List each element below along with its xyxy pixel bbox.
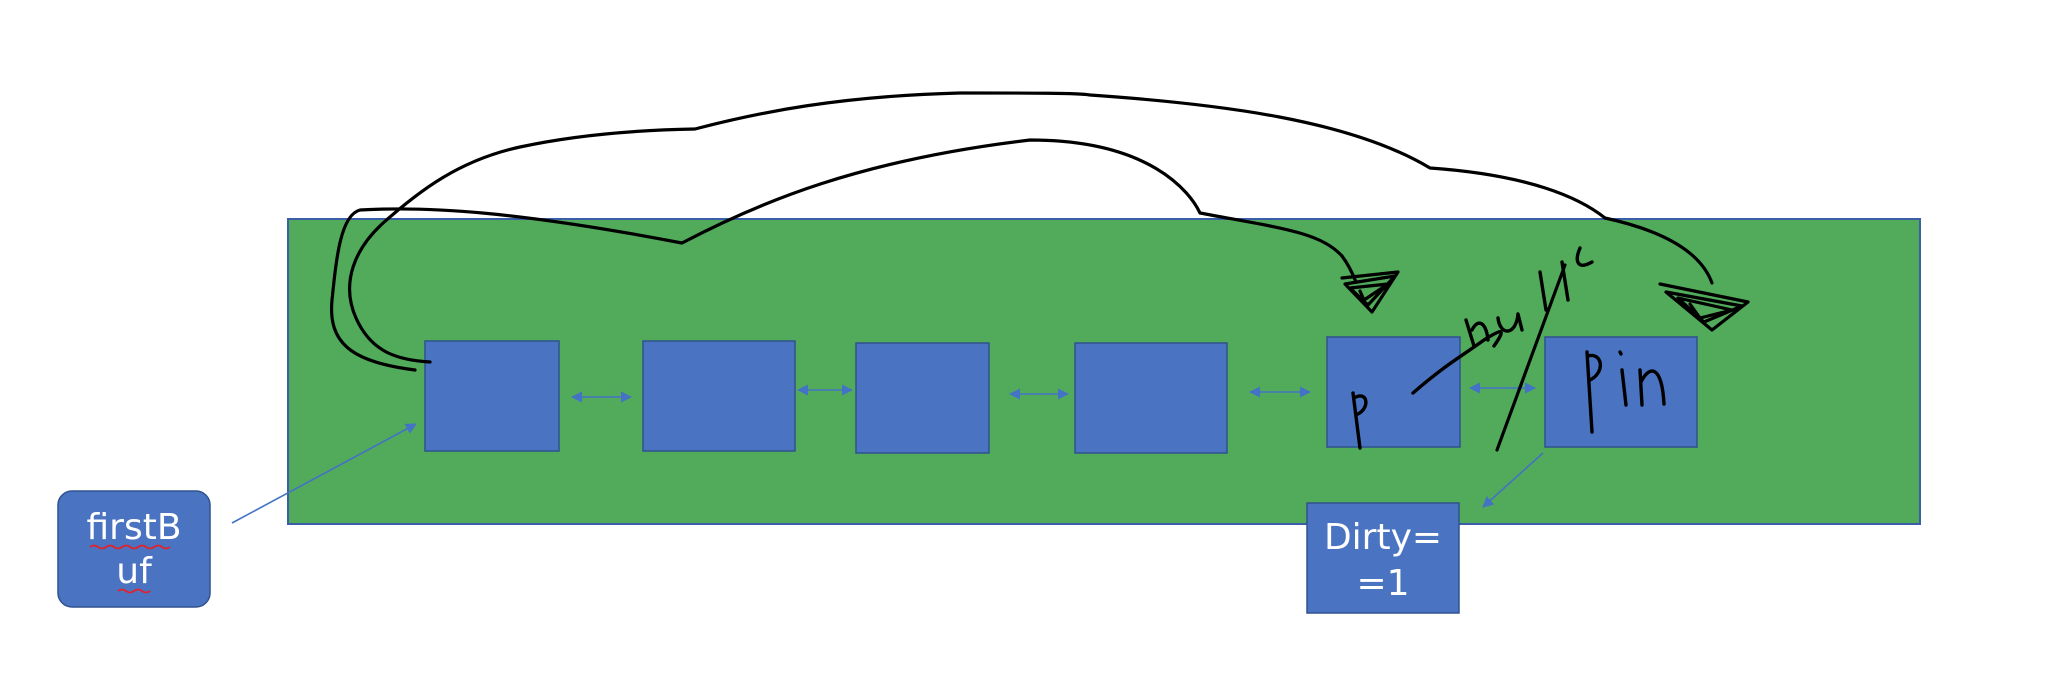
spellcheck-underline — [117, 588, 151, 594]
spellcheck-underline — [89, 544, 171, 550]
ink-slash — [1495, 263, 1567, 452]
firstbuf-label-line2: uf — [116, 551, 153, 592]
buffer-node-2 — [642, 340, 796, 452]
buffer-node-3 — [855, 342, 990, 454]
handwritten-node6-label — [1585, 350, 1666, 434]
scribbled-arrowhead-icon — [1658, 282, 1750, 332]
dirty-label-line2: =1 — [1356, 563, 1409, 604]
buffer-node-1 — [424, 340, 560, 452]
firstbuf-box: firstB uf — [57, 490, 211, 608]
handwritten-node5-label — [1351, 391, 1368, 450]
firstbuf-label-line1: firstB — [86, 507, 181, 548]
ink-inner-loop — [329, 138, 1358, 372]
firstbuf-pointer-arrow — [231, 423, 417, 524]
dirty-box: Dirty= =1 — [1306, 502, 1460, 614]
dirty-label-line1: Dirty= — [1324, 517, 1442, 558]
ink-outer-loop — [348, 91, 1714, 364]
scribbled-arrowhead-icon — [1340, 270, 1400, 314]
buffer-node-4 — [1074, 342, 1228, 454]
buffer-node-5 — [1326, 336, 1461, 448]
dirty-pointer-arrow — [1482, 452, 1544, 508]
